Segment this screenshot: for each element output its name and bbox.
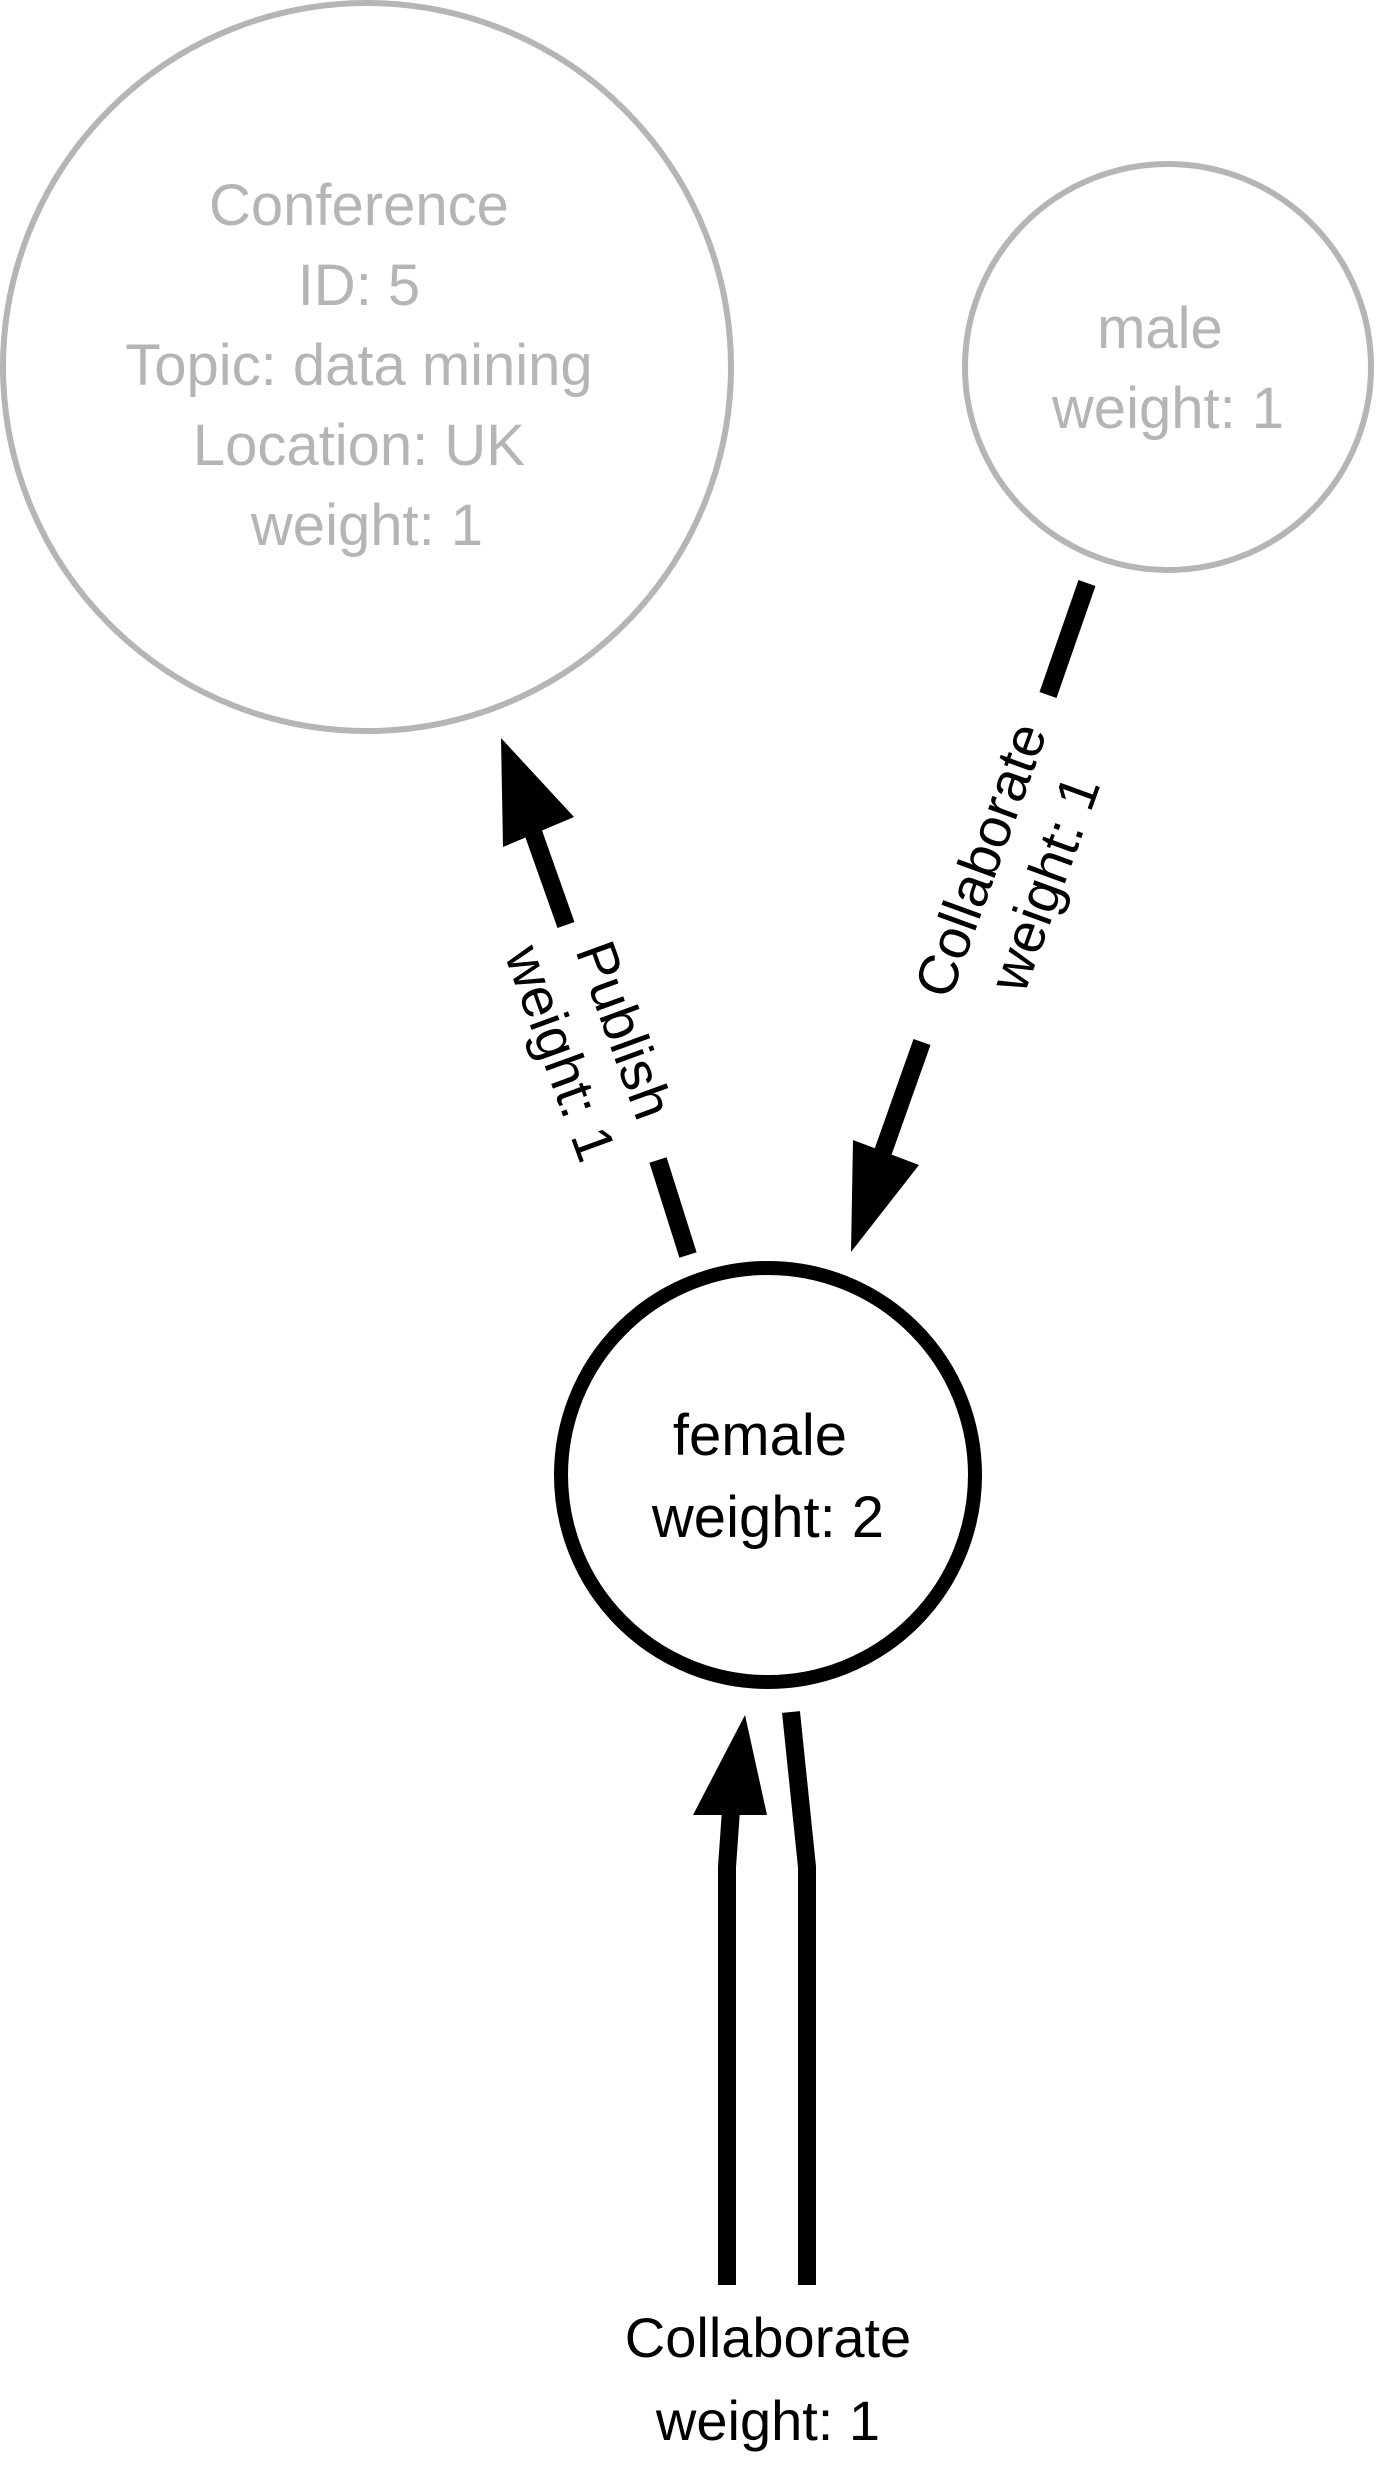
edge-publish-label: Publish weight: 1 bbox=[493, 933, 686, 1169]
edge-collaborate-self-arrowhead bbox=[693, 1715, 767, 1815]
male-name: male bbox=[1097, 296, 1223, 361]
conference-id: ID: 5 bbox=[298, 253, 421, 318]
node-female-circle bbox=[554, 1261, 982, 1689]
node-male-label: male weight: 1 bbox=[1051, 296, 1284, 441]
edge-collaborate-self-type: Collaborate bbox=[625, 2306, 911, 2369]
edge-collaborate-self-incoming bbox=[718, 1809, 740, 2285]
edge-collaborate-self-outgoing bbox=[782, 1711, 816, 2285]
edge-publish-shaft-lower bbox=[649, 1157, 697, 1258]
node-male-circle bbox=[962, 161, 1374, 573]
edge-collaborate-male-arrowhead bbox=[851, 1140, 919, 1252]
edge-publish: Publish weight: 1 bbox=[493, 738, 697, 1258]
edge-collaborate-self: Collaborate weight: 1 bbox=[625, 1711, 911, 2452]
node-female: female weight: 2 bbox=[554, 1261, 982, 1689]
female-weight: weight: 2 bbox=[651, 1485, 884, 1550]
node-conference-label: Conference ID: 5 Topic: data mining Loca… bbox=[125, 173, 609, 558]
conference-weight: weight: 1 bbox=[250, 493, 483, 558]
edge-collaborate-male-shaft-upper bbox=[1039, 580, 1096, 698]
edge-collaborate-self-weight: weight: 1 bbox=[655, 2389, 880, 2452]
female-name: female bbox=[673, 1403, 847, 1468]
edge-collaborate-male: Collaborate weight: 1 bbox=[851, 580, 1112, 1252]
node-conference-circle bbox=[0, 0, 734, 734]
edge-collaborate-male-label: Collaborate weight: 1 bbox=[902, 715, 1112, 1006]
edge-collaborate-male-shaft-lower bbox=[874, 1038, 931, 1156]
conference-name: Conference bbox=[209, 173, 509, 238]
node-female-label: female weight: 2 bbox=[651, 1403, 884, 1550]
conference-topic: Topic: data mining bbox=[125, 333, 592, 398]
node-male: male weight: 1 bbox=[962, 161, 1374, 573]
male-weight: weight: 1 bbox=[1051, 376, 1284, 441]
node-conference: Conference ID: 5 Topic: data mining Loca… bbox=[0, 0, 734, 734]
edge-publish-arrowhead bbox=[501, 738, 574, 847]
conference-location: Location: UK bbox=[193, 413, 525, 478]
